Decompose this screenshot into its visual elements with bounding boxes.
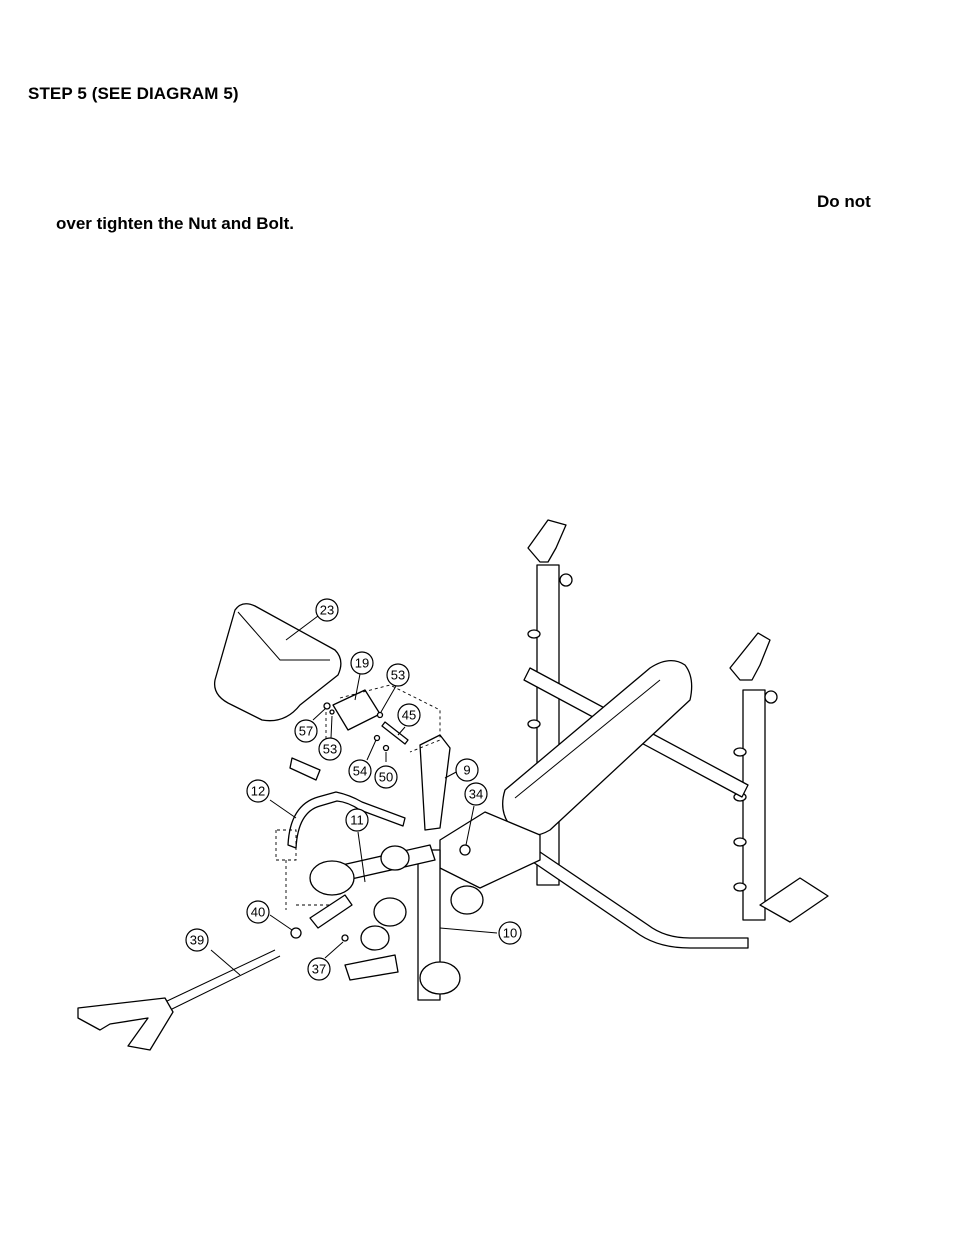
svg-text:34: 34 [469, 787, 483, 802]
svg-text:53: 53 [323, 742, 337, 757]
svg-text:10: 10 [503, 926, 517, 941]
callout-leaders [210, 615, 498, 976]
preacher-bracket [332, 689, 381, 731]
callout-23: 23 [315, 598, 339, 622]
curl-bar [287, 791, 406, 849]
right-upright [729, 632, 778, 921]
svg-text:53: 53 [391, 668, 405, 683]
svg-text:50: 50 [379, 770, 393, 785]
svg-text:45: 45 [402, 708, 416, 723]
callout-19: 19 [350, 651, 374, 675]
svg-text:11: 11 [350, 813, 364, 828]
callout-9: 9 [455, 758, 479, 782]
callout-10: 10 [498, 921, 522, 945]
callout-53-top: 53 [386, 663, 410, 687]
callout-37: 37 [307, 957, 331, 981]
base-frame [529, 851, 749, 949]
callout-34: 34 [464, 782, 488, 806]
svg-text:23: 23 [320, 603, 334, 618]
preacher-post [419, 734, 451, 831]
svg-text:37: 37 [312, 962, 326, 977]
step-heading: STEP 5 (SEE DIAGRAM 5) [28, 84, 239, 103]
callout-50: 50 [374, 765, 398, 789]
callout-39: 39 [185, 928, 209, 952]
callout-45: 45 [397, 703, 421, 727]
callout-12: 12 [246, 779, 270, 803]
warning-text-start: Do not [817, 192, 871, 211]
base-foot [759, 877, 829, 923]
callout-53-bottom: 53 [318, 737, 342, 761]
svg-text:9: 9 [463, 763, 470, 778]
preacher-pad [213, 603, 342, 722]
svg-text:40: 40 [251, 905, 265, 920]
strap-handle [77, 997, 174, 1051]
back-pad [502, 660, 693, 837]
svg-text:19: 19 [355, 656, 369, 671]
svg-text:57: 57 [299, 724, 313, 739]
callout-54: 54 [348, 759, 372, 783]
svg-text:39: 39 [190, 933, 204, 948]
svg-text:54: 54 [353, 764, 367, 779]
callout-57: 57 [294, 719, 318, 743]
strap [164, 949, 281, 1011]
svg-text:12: 12 [251, 784, 265, 799]
callout-11: 11 [345, 808, 369, 832]
warning-text-end: over tighten the Nut and Bolt. [56, 214, 294, 233]
callout-40: 40 [246, 900, 270, 924]
